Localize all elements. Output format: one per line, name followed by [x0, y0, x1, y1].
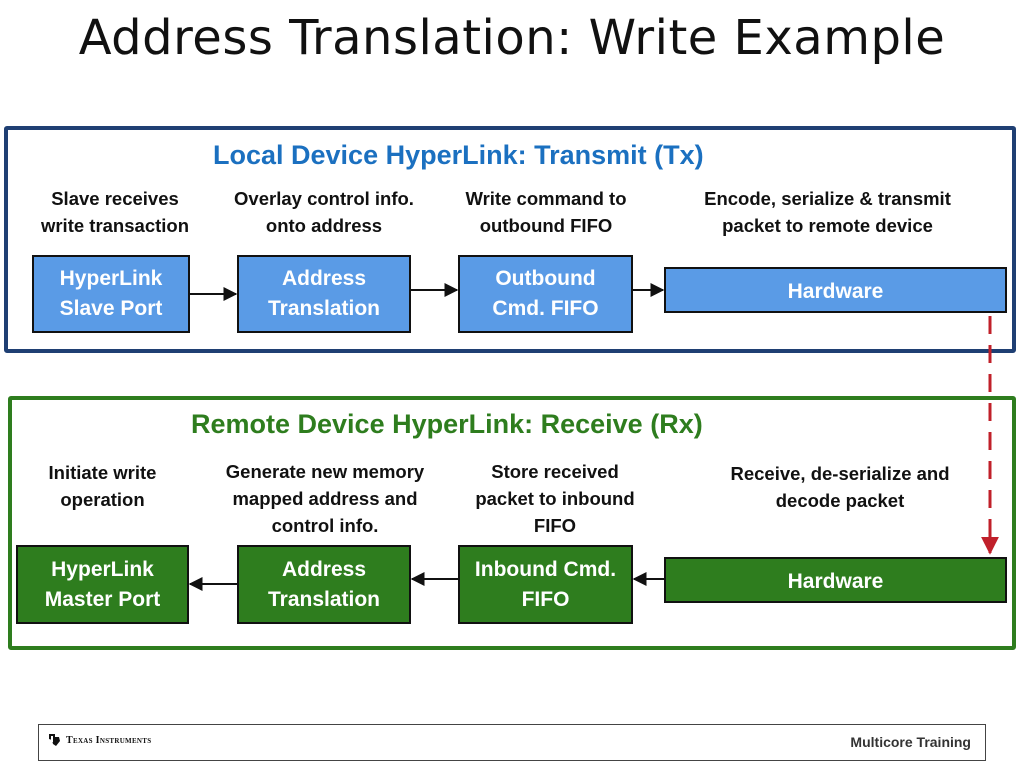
rx-hardware-box: Hardware — [664, 557, 1007, 603]
rx-step-2-desc: Generate new memory mapped address and c… — [225, 461, 425, 536]
tx-address-translation-label: Address Translation — [267, 267, 381, 320]
rx-hardware-label: Hardware — [787, 570, 884, 593]
tx-step-2-desc: Overlay control info. onto address — [234, 188, 414, 236]
inbound-cmd-fifo-box: Inbound Cmd. FIFO — [458, 545, 633, 624]
tx-step-1-desc: Slave receives write transaction — [40, 188, 190, 236]
ti-state-logo-icon — [49, 734, 60, 746]
tx-address-translation-box: Address Translation — [237, 255, 411, 333]
inbound-cmd-fifo-label: Inbound Cmd. FIFO — [474, 557, 617, 611]
tx-hardware-label: Hardware — [787, 280, 884, 303]
tx-step-3-desc: Write command to outbound FIFO — [465, 188, 627, 236]
tx-step-4-desc: Encode, serialize & transmit packet to r… — [704, 188, 951, 236]
outbound-cmd-fifo-box: Outbound Cmd. FIFO — [458, 255, 633, 333]
footer-bar: Texas Instruments Multicore Training — [38, 724, 986, 761]
rx-address-translation-box: Address Translation — [237, 545, 411, 624]
ti-logo-text: Texas Instruments — [66, 734, 152, 746]
ti-logo: Texas Instruments — [47, 733, 151, 747]
footer-course-label: Multicore Training — [850, 734, 971, 750]
outbound-cmd-fifo-label: Outbound Cmd. FIFO — [492, 267, 599, 320]
tx-panel — [4, 126, 1016, 353]
tx-hardware-box: Hardware — [664, 267, 1007, 313]
rx-step-4-desc: Receive, de-serialize and decode packet — [730, 463, 950, 511]
rx-address-translation-label: Address Translation — [267, 557, 381, 611]
hyperlink-slave-port-box: HyperLink Slave Port — [32, 255, 190, 333]
rx-heading: Remote Device HyperLink: Receive (Rx) — [191, 409, 703, 439]
rx-step-1-desc: Initiate write operation — [48, 462, 157, 510]
rx-step-3-desc: Store received packet to inbound FIFO — [475, 461, 635, 536]
tx-heading: Local Device HyperLink: Transmit (Tx) — [213, 140, 704, 170]
hyperlink-slave-port-label: HyperLink Slave Port — [59, 267, 163, 320]
hyperlink-master-port-box: HyperLink Master Port — [16, 545, 189, 624]
slide-title: Address Translation: Write Example — [78, 10, 946, 66]
rx-panel — [8, 396, 1016, 650]
hyperlink-master-port-label: HyperLink Master Port — [44, 557, 161, 611]
